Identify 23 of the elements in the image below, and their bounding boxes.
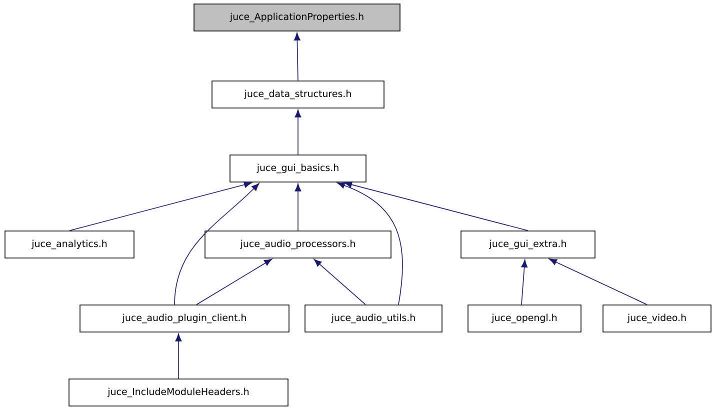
file-box: juce_audio_utils.h [304, 304, 442, 332]
file-box: juce_audio_plugin_client.h [80, 304, 290, 332]
arrow [175, 334, 182, 379]
arrow [294, 32, 300, 81]
file-box: juce_gui_basics.h [230, 154, 366, 182]
file-box: juce_analytics.h [4, 230, 134, 258]
arrow [337, 182, 403, 305]
arrow [196, 258, 272, 305]
file-box: juce_audio_processors.h [204, 230, 392, 258]
file-box: juce_video.h [602, 304, 712, 332]
arrow [294, 184, 302, 231]
arrow [344, 181, 528, 231]
arrow [174, 183, 260, 305]
file-box: juce_ApplicationProperties.h [194, 4, 400, 32]
arrow [314, 259, 366, 305]
arrow [69, 181, 252, 231]
arrow [549, 258, 648, 305]
arrow [521, 260, 528, 305]
arrow [294, 110, 302, 155]
file-box: juce_IncludeModuleHeaders.h [68, 378, 288, 406]
file-box: juce_gui_extra.h [460, 230, 596, 258]
file-box: juce_opengl.h [468, 304, 582, 332]
file-box: juce_data_structures.h [212, 80, 384, 108]
